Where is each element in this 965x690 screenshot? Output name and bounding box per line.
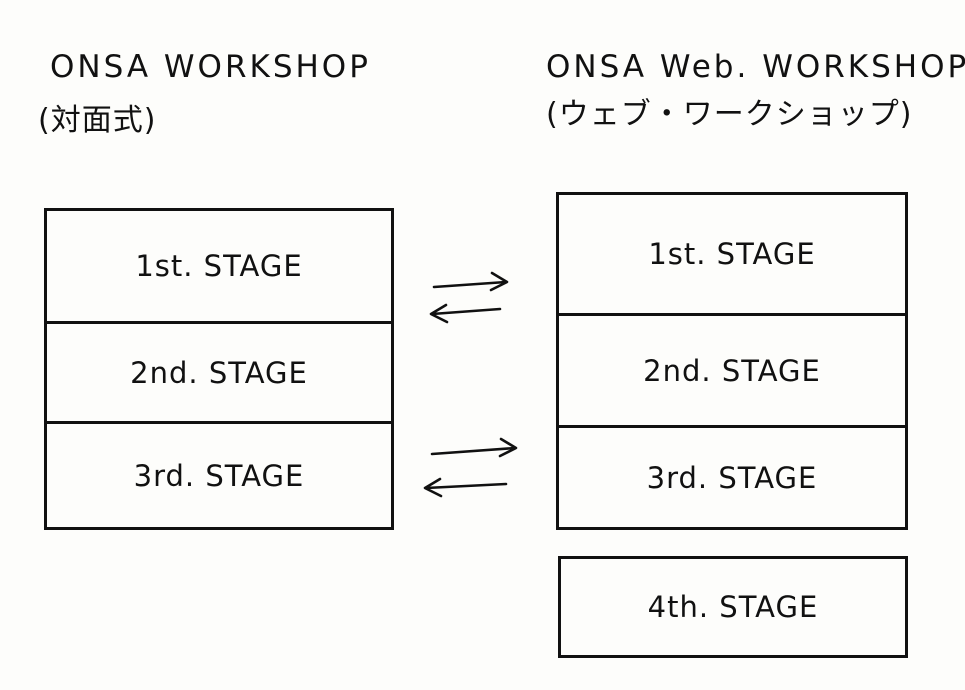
right-stage-1: 1st. STAGE	[648, 237, 816, 271]
right-stage-4-box: 4th. STAGE	[558, 556, 908, 658]
left-stage-stack: 1st. STAGE 2nd. STAGE 3rd. STAGE	[44, 208, 394, 530]
left-subtitle: (対面式)	[38, 103, 157, 138]
right-arrow-icon	[432, 271, 509, 292]
left-stage-3: 3rd. STAGE	[47, 421, 391, 527]
left-title: ONSA WORKSHOP	[50, 49, 371, 85]
right-stage-4: 4th. STAGE	[647, 590, 819, 624]
right-stage-2: 2nd. STAGE	[559, 313, 905, 425]
left-stage-1: 1st. STAGE	[135, 249, 303, 283]
right-arrow-icon	[430, 437, 518, 458]
left-arrow-icon	[423, 477, 508, 498]
left-stage-2: 2nd. STAGE	[47, 321, 391, 421]
right-subtitle: (ウェブ・ワークショップ)	[546, 97, 913, 132]
right-title: ONSA Web. WORKSHOP	[546, 49, 965, 85]
right-stage-stack: 1st. STAGE 2nd. STAGE 3rd. STAGE	[556, 192, 908, 530]
left-arrow-icon	[429, 303, 502, 324]
right-stage-3: 3rd. STAGE	[559, 425, 905, 527]
